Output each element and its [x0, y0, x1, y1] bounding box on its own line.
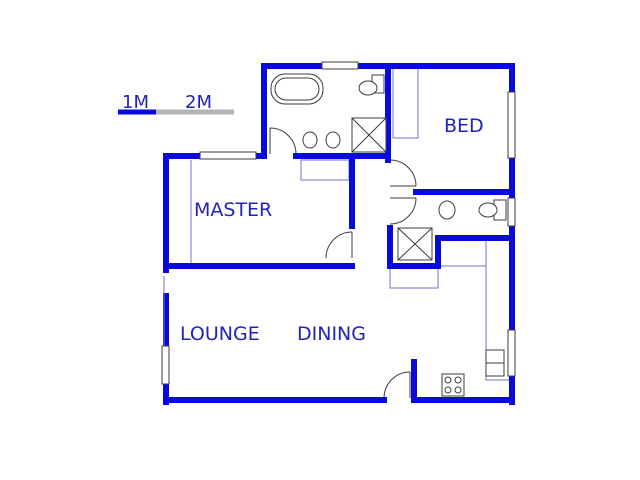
- room-label-master: MASTER: [194, 199, 272, 221]
- room-label-lounge: LOUNGE: [180, 323, 260, 345]
- basin-2-icon: [325, 131, 341, 149]
- ensuite-toilet-bowl-icon: [478, 202, 498, 218]
- window-kitchen: [507, 329, 516, 377]
- stove-burner-1: [444, 376, 452, 384]
- master-cupboard: [300, 159, 350, 181]
- basin-1-icon: [302, 131, 318, 149]
- front-door-arc: [383, 371, 411, 399]
- windows: [161, 61, 516, 385]
- kitchen-fixtures: [441, 349, 505, 397]
- shower-cross-2: [351, 117, 387, 153]
- kitchen-counter-top: [440, 239, 487, 267]
- ensuite-basin-icon: [438, 200, 456, 220]
- bath-tub-inner: [274, 77, 320, 101]
- ensuite-door-arc: [389, 197, 417, 225]
- master-door-arc: [325, 231, 353, 259]
- window-bed: [507, 91, 516, 159]
- bed-cupboard: [392, 68, 419, 139]
- hall-cupboard: [389, 265, 439, 289]
- scale-bar: 1M 2M: [118, 92, 234, 115]
- bathroom-door-arc: [269, 127, 297, 155]
- scale-label-2m: 2M: [185, 92, 212, 113]
- doors: [269, 127, 417, 399]
- scale-label-1m: 1M: [122, 92, 149, 113]
- stove-burner-4: [454, 386, 462, 394]
- stove-icon: [441, 373, 465, 397]
- room-label-dining: DINING: [297, 323, 366, 345]
- stove-burner-3: [444, 386, 452, 394]
- room-label-bed: BED: [444, 115, 484, 137]
- window-master: [199, 151, 257, 160]
- bathroom-fixtures: [270, 73, 387, 153]
- bed-door-arc: [389, 159, 417, 187]
- kitchen-counter-side: [485, 266, 510, 381]
- ensuite-fixtures: [397, 199, 507, 261]
- stove-burner-2: [454, 376, 462, 384]
- ensuite-shower-cross-2: [397, 227, 433, 261]
- toilet-bowl-icon: [358, 80, 378, 96]
- window-ensuite: [507, 197, 516, 227]
- window-lounge: [161, 345, 170, 385]
- window-bathroom: [321, 61, 359, 70]
